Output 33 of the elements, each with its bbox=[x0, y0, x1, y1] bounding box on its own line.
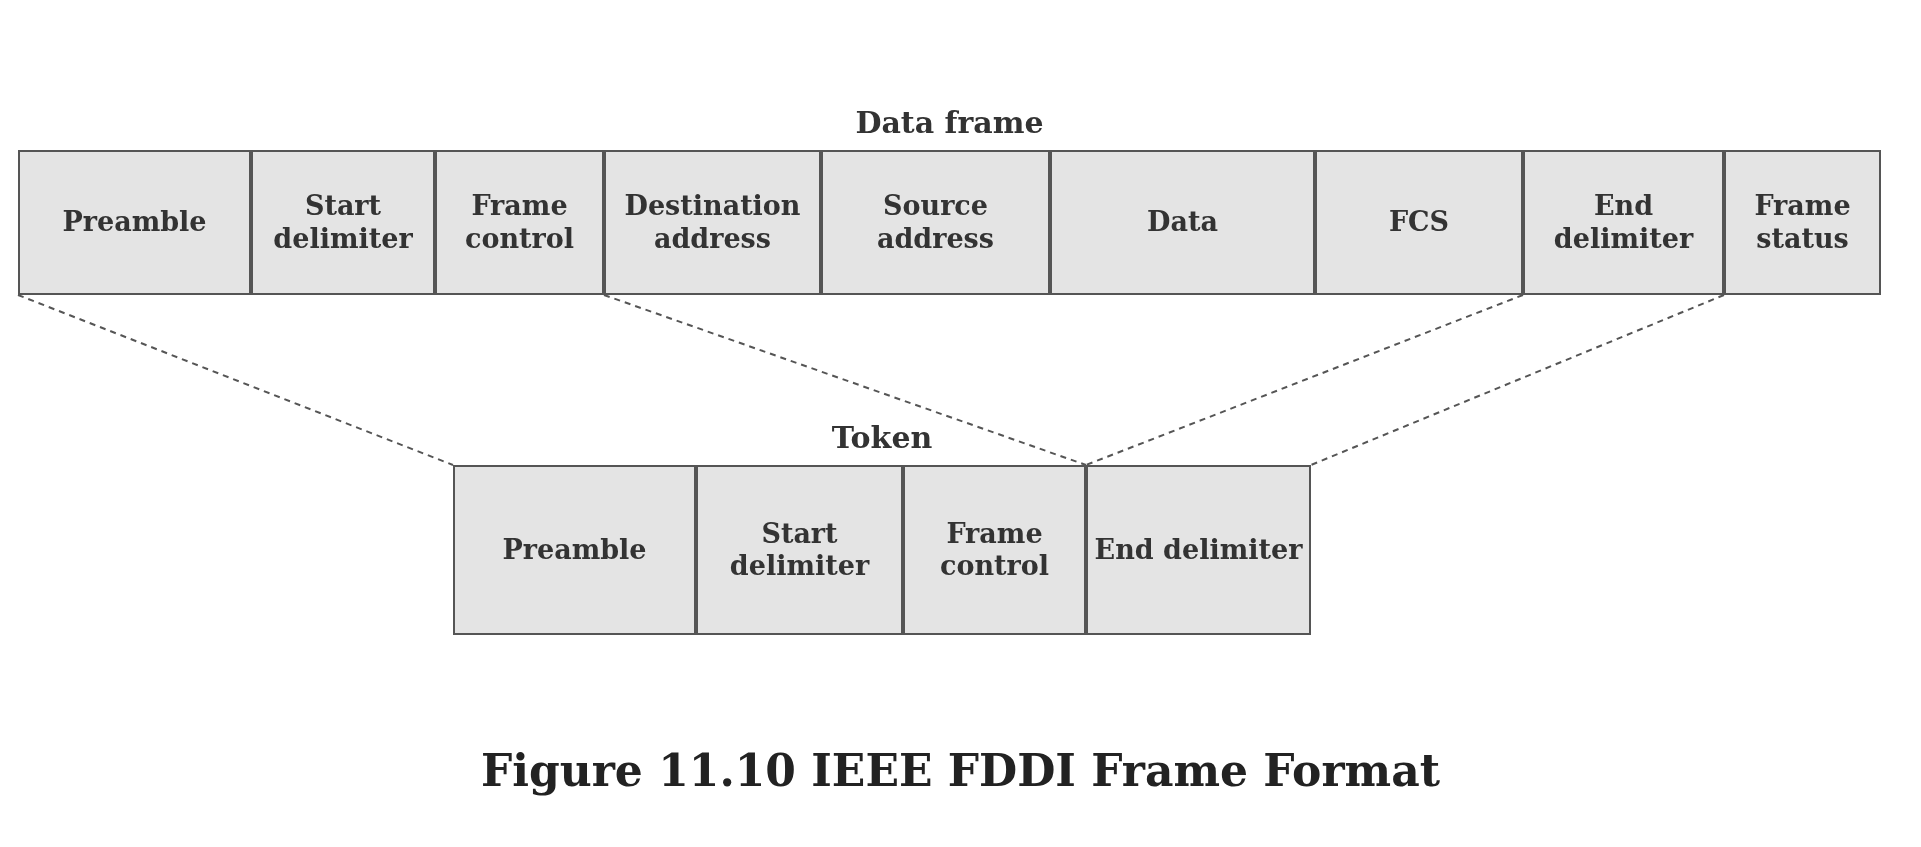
field-name: Source address bbox=[875, 190, 996, 255]
field-name: Start delimiter bbox=[272, 190, 414, 255]
field-cell bbox=[453, 465, 696, 635]
dashed-line bbox=[17, 294, 454, 466]
field-cell bbox=[903, 465, 1086, 635]
field-cell bbox=[1315, 150, 1523, 295]
frame-heading: Data frame bbox=[854, 105, 1045, 140]
figure-caption: Figure 11.10 IEEE FDDI Frame Format bbox=[479, 745, 1441, 796]
field-cell bbox=[604, 150, 821, 295]
field-name: End delimiter bbox=[1093, 533, 1304, 567]
field-cell bbox=[251, 150, 435, 295]
field-cell bbox=[821, 150, 1050, 295]
field-name: Frame control bbox=[938, 517, 1050, 583]
field-cell bbox=[435, 150, 604, 295]
field-cell bbox=[1724, 150, 1881, 295]
dashed-line bbox=[1310, 294, 1725, 466]
field-name: Start delimiter bbox=[728, 517, 871, 583]
field-name: Preamble bbox=[501, 533, 648, 567]
field-name: Frame control bbox=[463, 190, 575, 255]
field-name: FCS bbox=[1387, 206, 1451, 239]
field-cell bbox=[1523, 150, 1724, 295]
field-name: Data bbox=[1146, 206, 1219, 239]
field-name: Destination address bbox=[623, 190, 802, 255]
field-cell bbox=[696, 465, 903, 635]
frame-heading: Token bbox=[830, 420, 934, 455]
field-name: End delimiter bbox=[1552, 190, 1695, 255]
dashed-line bbox=[1085, 294, 1524, 466]
field-cell bbox=[18, 150, 251, 295]
dashed-line bbox=[603, 294, 1087, 466]
field-name: Frame status bbox=[1753, 190, 1852, 255]
field-cell bbox=[1050, 150, 1315, 295]
field-name: Preamble bbox=[61, 206, 208, 239]
field-cell bbox=[1086, 465, 1311, 635]
